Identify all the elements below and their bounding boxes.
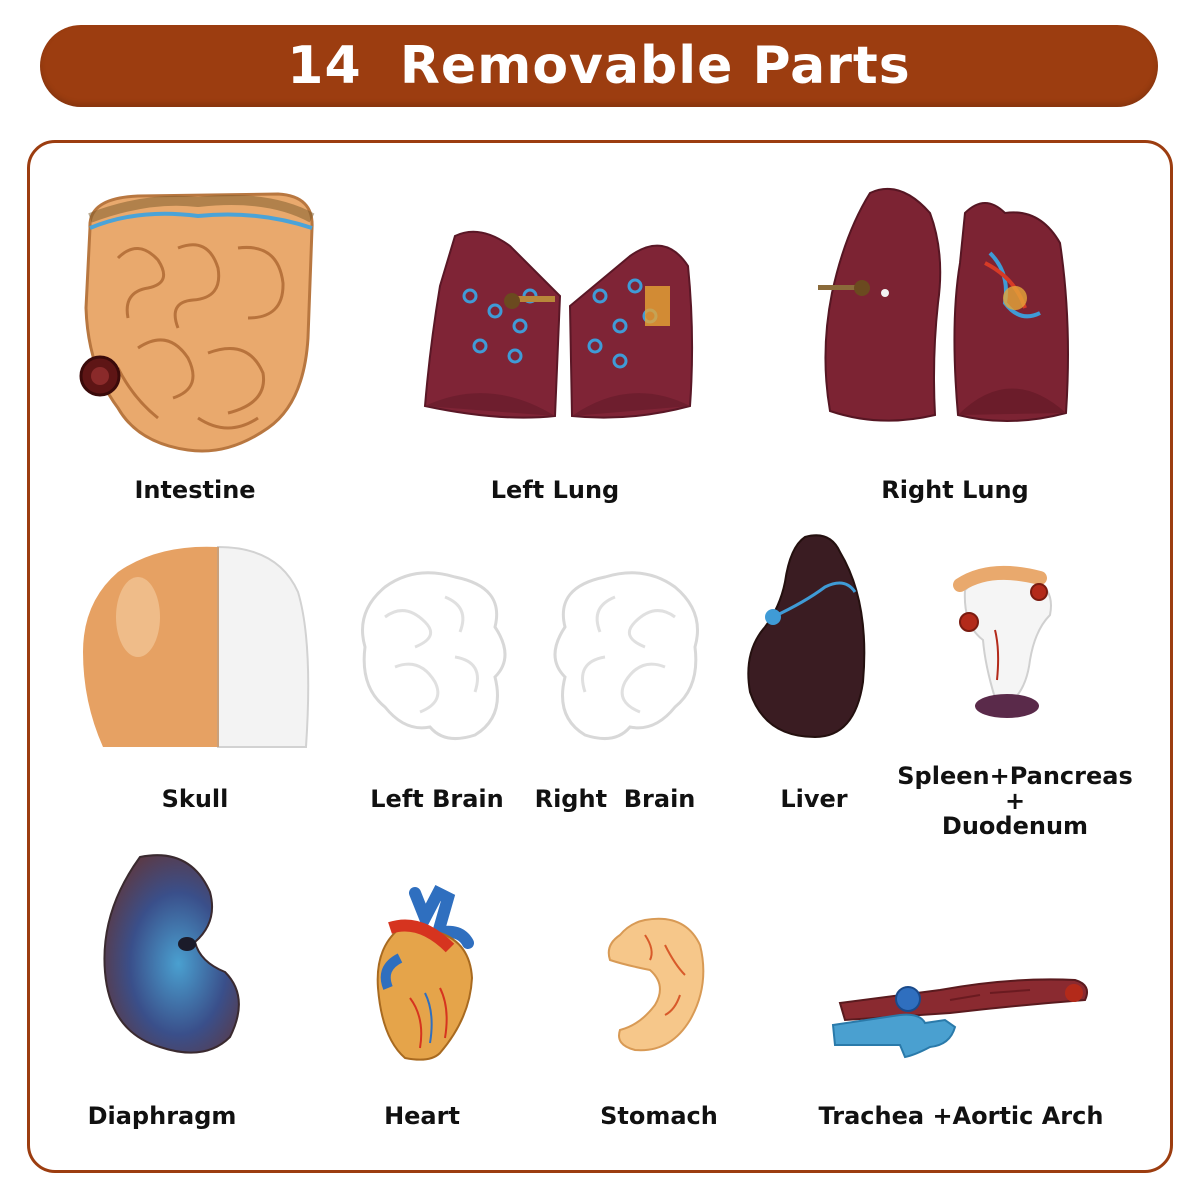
skull-label: Skull	[161, 785, 229, 813]
intestine-label: Intestine	[134, 476, 256, 504]
stomach-label: Stomach	[600, 1102, 718, 1130]
left-lung-label: Left Lung	[490, 476, 620, 504]
intestine-image	[78, 188, 318, 458]
liver-image	[745, 532, 870, 740]
heart-image	[370, 884, 480, 1063]
right-brain-image	[545, 567, 705, 742]
left-brain-label: Left Brain	[370, 785, 504, 813]
trachea-label: Trachea +Aortic Arch	[818, 1102, 1104, 1130]
heart-label: Heart	[384, 1102, 460, 1130]
right-lung-image	[810, 183, 1078, 428]
title-banner: 14 Removable Parts	[40, 25, 1158, 107]
left-brain-image	[355, 567, 515, 742]
spleen-image	[953, 565, 1060, 718]
spleen-label-line1: Spleen+Pancreas	[897, 762, 1133, 790]
spleen-label-line2: +	[1004, 787, 1026, 815]
stomach-image	[605, 915, 710, 1055]
spleen-label-line3: Duodenum	[941, 812, 1089, 840]
left-lung-image	[420, 226, 710, 426]
right-lung-label: Right Lung	[881, 476, 1029, 504]
right-brain-label: Right Brain	[534, 785, 696, 813]
liver-label: Liver	[780, 785, 848, 813]
trachea-image	[830, 965, 1092, 1060]
skull-image	[78, 542, 310, 752]
diaphragm-image	[100, 852, 248, 1057]
banner-title: 14 Removable Parts	[287, 36, 911, 96]
diaphragm-label: Diaphragm	[87, 1102, 237, 1130]
